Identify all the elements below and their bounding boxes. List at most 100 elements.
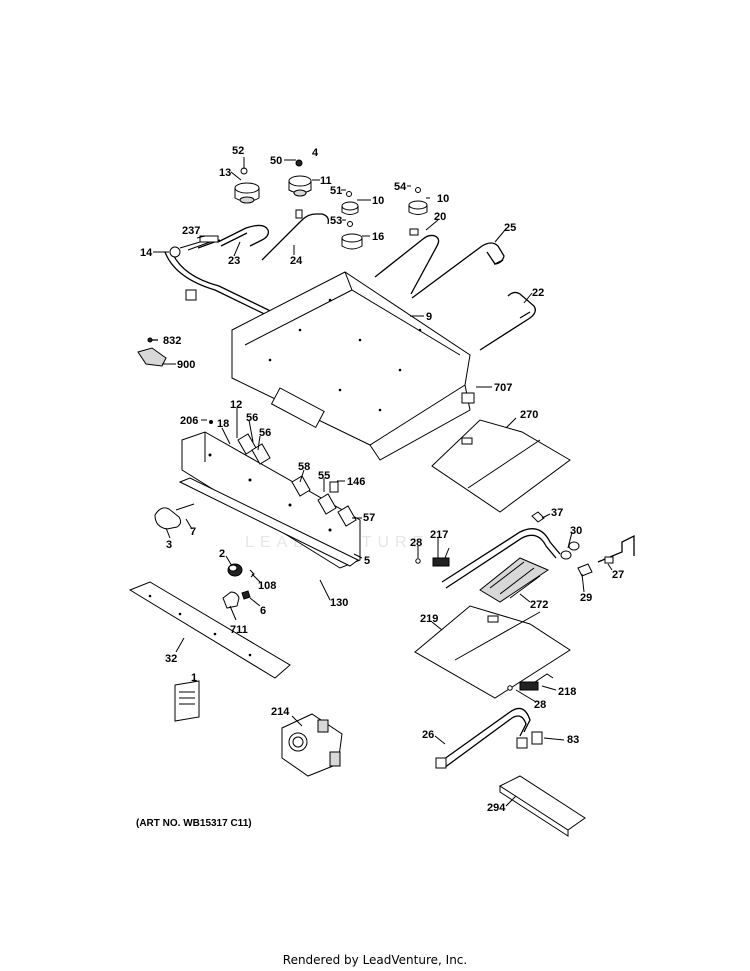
label-9: 9: [426, 311, 432, 323]
label-900: 900: [177, 359, 195, 371]
label-53: 53: [330, 215, 342, 227]
label-10b: 10: [437, 193, 449, 205]
knob-3: [154, 503, 195, 530]
label-219: 219: [420, 613, 438, 625]
label-7: 7: [190, 526, 196, 538]
label-56a: 56: [246, 412, 258, 424]
label-37: 37: [551, 507, 563, 519]
label-51: 51: [330, 185, 342, 197]
label-146: 146: [347, 476, 365, 488]
knob-2: [227, 563, 243, 577]
label-22: 22: [532, 287, 544, 299]
label-11: 11: [320, 175, 332, 187]
label-32: 32: [165, 653, 177, 665]
label-28a: 28: [410, 537, 422, 549]
label-58: 58: [298, 461, 310, 473]
label-4: 4: [312, 147, 319, 159]
manifold-panel-5: [178, 431, 361, 569]
clip-6: [241, 590, 251, 600]
label-54: 54: [394, 181, 407, 193]
label-217: 217: [430, 529, 448, 541]
burner-box-9: [231, 271, 471, 461]
label-14: 14: [140, 247, 153, 259]
burner-26: [435, 707, 531, 769]
label-12: 12: [230, 399, 242, 411]
label-272: 272: [530, 599, 548, 611]
label-29: 29: [580, 592, 592, 604]
label-27: 27: [612, 569, 624, 581]
orifice-237: [199, 235, 219, 243]
label-707: 707: [494, 382, 512, 394]
label-13: 13: [219, 167, 231, 179]
regulator-214: [281, 713, 343, 777]
igniter-218: [519, 673, 554, 691]
tube-22: [479, 291, 536, 351]
bracket-900: [137, 347, 167, 367]
label-55: 55: [318, 470, 330, 482]
part-83: [531, 731, 543, 745]
label-28b: 28: [534, 699, 546, 711]
label-83: 83: [567, 734, 579, 746]
label-5: 5: [364, 555, 370, 567]
label-237: 237: [182, 225, 200, 237]
burner-16: [341, 221, 363, 250]
tube-24: [261, 209, 330, 261]
screw-28b: [507, 685, 513, 691]
label-23: 23: [228, 255, 240, 267]
label-56b: 56: [259, 427, 271, 439]
knob-711: [222, 591, 240, 609]
burner-tube-upper: [441, 528, 580, 589]
spring-108: [249, 569, 255, 578]
burner-11: [288, 159, 312, 197]
label-25: 25: [504, 222, 516, 234]
orifice-29: [577, 563, 593, 577]
trim-32: [128, 581, 291, 679]
label-16: 16: [372, 231, 384, 243]
label-214: 214: [271, 706, 290, 718]
plate-270: [431, 419, 571, 513]
label-832: 832: [163, 335, 181, 347]
label-18: 18: [217, 418, 229, 430]
art-number: (ART NO. WB15317 C11): [136, 818, 252, 829]
part-labels: 52 4 50 13 11 51 10 54 10 20 53 16 237 1…: [140, 145, 624, 814]
label-1: 1: [191, 672, 197, 684]
label-711: 711: [230, 624, 248, 636]
label-52: 52: [232, 145, 244, 157]
plate-219: [414, 605, 571, 699]
leader-lines: [153, 157, 613, 807]
label-3: 3: [166, 539, 172, 551]
shield-272: [479, 557, 550, 603]
label-10a: 10: [372, 195, 384, 207]
label-130: 130: [330, 597, 348, 609]
tube-25: [411, 242, 505, 299]
label-218: 218: [558, 686, 576, 698]
label-270: 270: [520, 409, 538, 421]
label-30: 30: [570, 525, 582, 537]
label-206: 206: [180, 415, 198, 427]
tube-20: [374, 228, 440, 295]
valves-group: [209, 420, 357, 527]
label-24: 24: [290, 255, 303, 267]
label-294: 294: [487, 802, 506, 814]
part-37: [531, 511, 545, 523]
label-20: 20: [434, 211, 446, 223]
fitting-27: [597, 534, 635, 564]
tube-23: [217, 224, 270, 247]
manual-1: [174, 680, 200, 722]
igniter-217: [432, 547, 450, 567]
label-50: 50: [270, 155, 282, 167]
burner-13: [234, 167, 260, 204]
label-6: 6: [260, 605, 266, 617]
part-707: [461, 392, 475, 404]
screw-832: [147, 337, 158, 343]
footer-credit: Rendered by LeadVenture, Inc.: [282, 953, 468, 967]
screw-28a: [415, 558, 421, 564]
label-108: 108: [258, 580, 276, 592]
tray-294: [498, 775, 586, 837]
label-57: 57: [363, 512, 375, 524]
burner-10b: [408, 187, 428, 215]
label-2: 2: [219, 548, 225, 560]
burner-10a: [341, 191, 359, 215]
label-26: 26: [422, 729, 434, 741]
